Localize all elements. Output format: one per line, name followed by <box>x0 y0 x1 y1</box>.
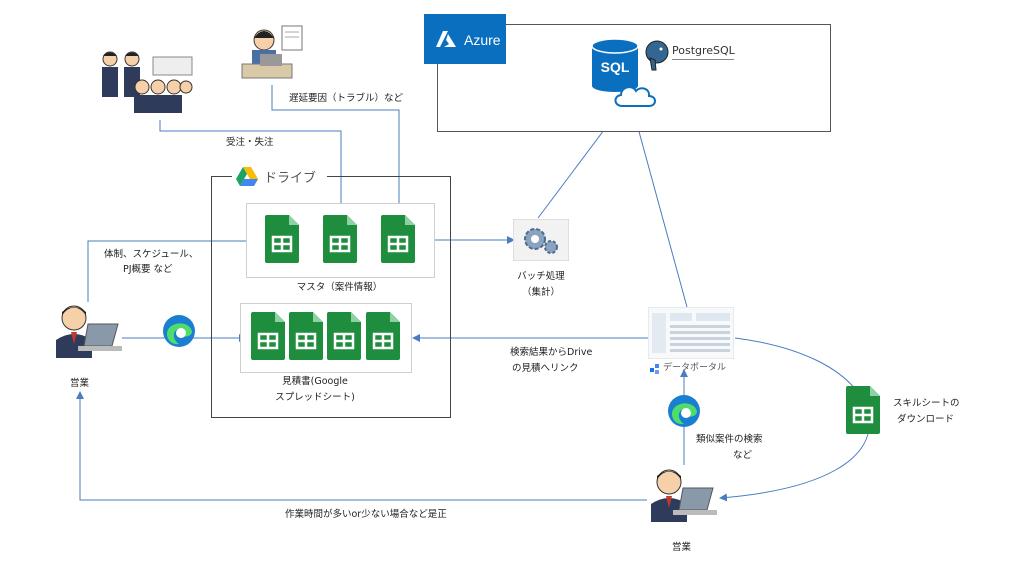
sql-database-icon: SQL <box>592 38 638 92</box>
spreadsheet-icon[interactable] <box>323 215 357 263</box>
troubled-worker-icon <box>241 25 303 79</box>
cloud-icon <box>614 86 656 107</box>
sql-text: SQL <box>601 59 630 75</box>
skill-label-2: ダウンロード <box>897 414 955 425</box>
azure-label: Azure <box>464 32 501 48</box>
data-portal-screenshot[interactable] <box>648 307 734 359</box>
postgresql-tagline <box>672 59 734 60</box>
similar-label-2: など <box>733 450 753 461</box>
portal-azure-arrow <box>629 105 688 308</box>
drive-title: ドライブ <box>232 165 327 187</box>
sales-bottom-label: 営業 <box>672 542 692 553</box>
taisei-label-1: 体制、スケジュール、 <box>104 249 199 260</box>
business-people-icon <box>102 51 193 113</box>
taisei-label-2: PJ概要 など <box>123 264 173 275</box>
azure-badge: Azure <box>424 14 506 64</box>
postgresql-elephant-icon <box>645 40 669 71</box>
skill-sheet-spreadsheet-icon[interactable] <box>846 386 880 434</box>
batch-label-2: （集計） <box>521 287 560 298</box>
sales-person-icon <box>56 305 122 358</box>
google-drive-icon <box>236 167 258 186</box>
spreadsheet-icon[interactable] <box>251 312 285 360</box>
search-label-1: 検索結果からDrive <box>510 347 593 358</box>
sales-person-icon-2 <box>651 469 717 522</box>
edge-browser-icon <box>163 315 195 347</box>
azure-logo-icon <box>436 31 456 47</box>
edge-browser-icon-2 <box>668 395 700 427</box>
google-drive-container <box>211 176 451 418</box>
estimate-label-1: 見積書(Google <box>282 376 348 387</box>
data-portal-label: データポータル <box>663 363 727 373</box>
batch-label-1: バッチ処理 <box>517 271 565 282</box>
drive-title-text: ドライブ <box>264 171 317 186</box>
delay-label: 遅延要因（トラブル）など <box>289 93 404 104</box>
estimate-label-2: スプレッドシート) <box>275 392 355 403</box>
data-portal-logo-icon <box>650 364 659 374</box>
order-label: 受注・失注 <box>226 137 274 148</box>
batch-gear-icon <box>513 219 569 261</box>
sales-left-label: 営業 <box>70 378 90 389</box>
postgresql-label: PostgreSQL <box>672 44 735 57</box>
similar-label-1: 類似案件の検索 <box>696 434 763 445</box>
spreadsheet-icon[interactable] <box>265 215 299 263</box>
skill-label-1: スキルシートの <box>893 398 960 409</box>
correction-label: 作業時間が多いor少ない場合など是正 <box>285 509 447 520</box>
spreadsheet-icon[interactable] <box>381 215 415 263</box>
master-label: マスタ（案件情報） <box>296 282 383 293</box>
spreadsheet-icon[interactable] <box>366 312 400 360</box>
spreadsheet-icon[interactable] <box>327 312 361 360</box>
spreadsheet-icon[interactable] <box>289 312 323 360</box>
search-label-2: の見積へリンク <box>512 363 579 374</box>
